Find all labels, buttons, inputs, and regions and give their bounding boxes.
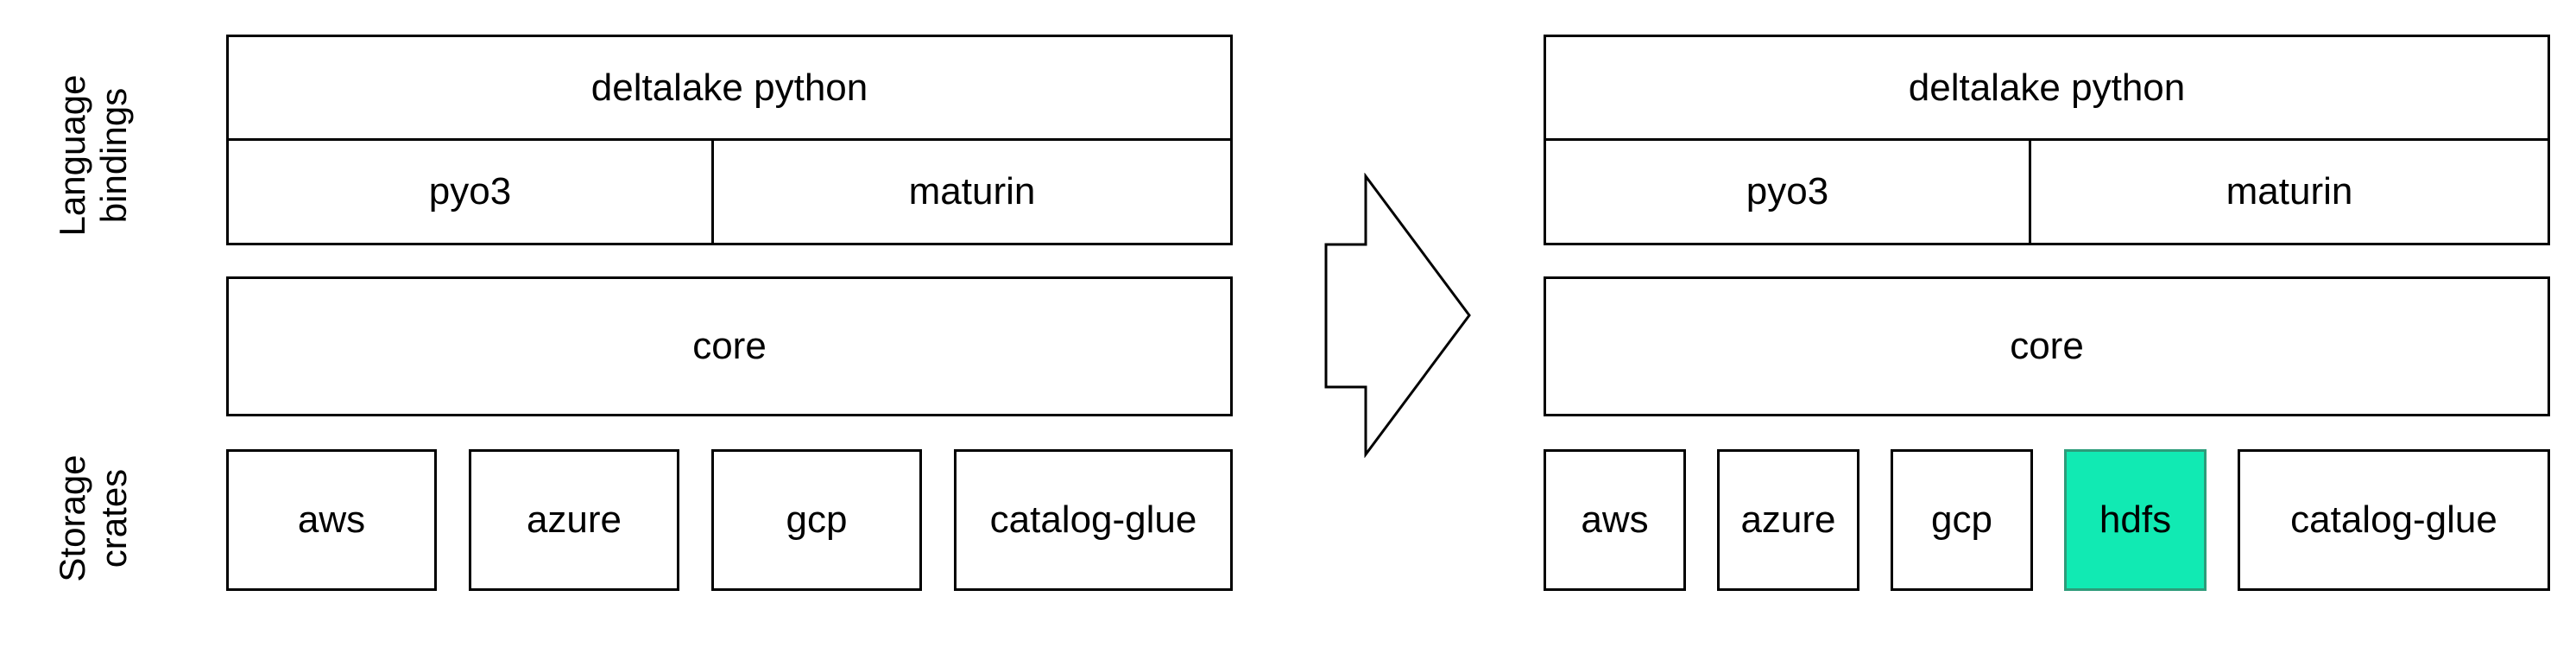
storage-crates-label: Storage crates [52, 432, 138, 605]
before-storage-gcp-label: gcp [786, 498, 848, 541]
before-storage-aws-box: aws [226, 449, 437, 591]
after-maturin-label: maturin [2226, 170, 2353, 213]
right-arrow-icon [1324, 173, 1471, 458]
storage-crates-label-line2: crates [93, 468, 134, 568]
after-core-box: core [1544, 276, 2550, 416]
after-storage-aws-box: aws [1544, 449, 1686, 591]
after-pyo3-label: pyo3 [1746, 170, 1829, 213]
before-storage-azure-label: azure [526, 498, 622, 541]
storage-crates-label-line1: Storage [52, 454, 92, 582]
after-storage-aws-label: aws [1581, 498, 1649, 541]
before-pyo3-box: pyo3 [226, 138, 714, 245]
after-deltalake-python-box: deltalake python [1544, 35, 2550, 141]
after-storage-azure-label: azure [1740, 498, 1836, 541]
before-storage-catalog-glue-label: catalog-glue [989, 498, 1197, 541]
after-storage-catalog-glue-label: catalog-glue [2290, 498, 2497, 541]
after-storage-catalog-glue-box: catalog-glue [2238, 449, 2550, 591]
language-bindings-label: Language bindings [52, 69, 138, 242]
after-core-label: core [2010, 325, 2084, 367]
before-deltalake-python-box: deltalake python [226, 35, 1233, 141]
after-storage-gcp-box: gcp [1891, 449, 2033, 591]
language-bindings-label-line2: bindings [93, 87, 134, 224]
after-storage-hdfs-box: hdfs [2064, 449, 2207, 591]
before-deltalake-python-label: deltalake python [590, 66, 868, 109]
before-storage-gcp-box: gcp [711, 449, 922, 591]
after-deltalake-python-label: deltalake python [1908, 66, 2186, 109]
before-maturin-box: maturin [711, 138, 1233, 245]
after-storage-azure-box: azure [1717, 449, 1859, 591]
before-core-label: core [692, 325, 767, 367]
before-storage-azure-box: azure [469, 449, 679, 591]
before-pyo3-label: pyo3 [428, 170, 512, 213]
after-storage-hdfs-label: hdfs [2099, 498, 2172, 541]
before-storage-aws-label: aws [297, 498, 366, 541]
language-bindings-label-line1: Language [52, 74, 92, 237]
after-storage-gcp-label: gcp [1931, 498, 1992, 541]
after-maturin-box: maturin [2029, 138, 2550, 245]
before-core-box: core [226, 276, 1233, 416]
after-pyo3-box: pyo3 [1544, 138, 2031, 245]
before-storage-catalog-glue-box: catalog-glue [954, 449, 1233, 591]
before-maturin-label: maturin [908, 170, 1036, 213]
